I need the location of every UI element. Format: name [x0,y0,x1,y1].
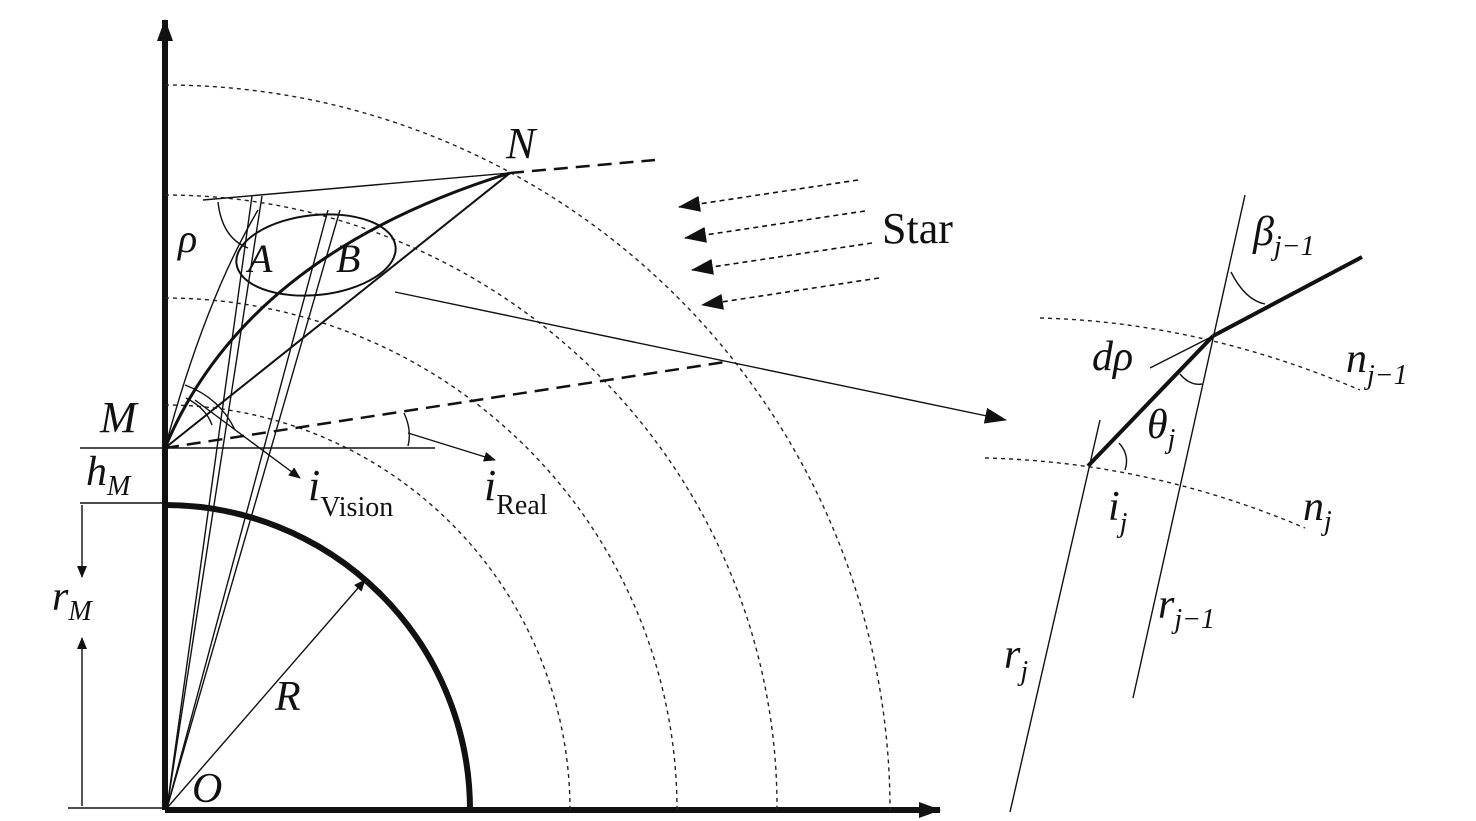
radial-line-prev [1132,194,1246,699]
label-b: B [336,236,360,281]
label-theta: θj [1147,402,1176,455]
refracted-segment-upper [1212,255,1363,338]
layer-n-prev-curve [1039,317,1361,391]
label-a: A [245,236,273,281]
label-rho: ρ [176,216,197,261]
label-i-vision: iVision [308,461,393,523]
ray-o-a1 [166,195,253,809]
angle-arc-real [403,412,411,447]
vision-ray-line [164,209,259,449]
beta-angle-arc [1230,271,1266,305]
label-d-rho: dρ [1092,334,1133,380]
star-ray-4 [701,277,880,310]
theta-angle-arc [1179,373,1203,385]
label-r-j: rj [1004,632,1028,687]
label-beta: βj−1 [1252,209,1315,262]
zoom-ellipse [235,213,397,297]
label-r-prev: rj−1 [1158,582,1215,635]
label-star: Star [882,204,953,253]
radius-arrow [166,579,366,809]
label-n-prev: nj−1 [1346,336,1408,391]
d-rho-tangent [1149,335,1214,369]
label-i-j: ij [1108,484,1128,539]
ray-o-a2 [166,195,263,809]
layer-n-curve [984,457,1306,529]
zoom-arrow [394,291,1007,424]
refracted-light-curve [163,171,511,449]
i-vision-arrow [194,399,301,479]
label-h-m: hM [86,449,132,502]
label-r-radius: R [274,674,301,720]
label-n: N [505,119,538,168]
star-ray-1 [678,179,859,212]
i-real-arrow [407,432,496,462]
atmosphere-layer-inner [164,404,571,811]
angle-arc-m-vision [184,384,236,431]
tangent-line-top [202,172,511,201]
atmosphere-layer-2 [164,194,778,811]
rho-angle-arc [217,201,249,249]
apparent-ray-dashed [164,360,726,450]
label-r-m: rM [52,574,93,627]
ray-o-b1 [166,209,329,809]
label-i-real: iReal [484,461,548,521]
label-m: M [99,393,139,442]
angle-arc-m-small [185,397,213,426]
star-ray-3 [691,242,873,275]
atmosphere-layer-1 [164,297,678,811]
label-o: O [192,766,222,812]
label-n-j: nj [1303,484,1332,537]
earth-surface-arc [164,502,473,811]
star-ray-2 [684,210,866,243]
i-j-angle-arc [1118,442,1128,471]
line-m-n [164,172,511,449]
atmosphere-layer-3 [164,84,891,811]
refracted-segment-lower [1086,334,1215,468]
ray-o-b2 [166,209,341,809]
n-extension-dashed [509,158,656,175]
radial-line-j [1009,419,1101,813]
